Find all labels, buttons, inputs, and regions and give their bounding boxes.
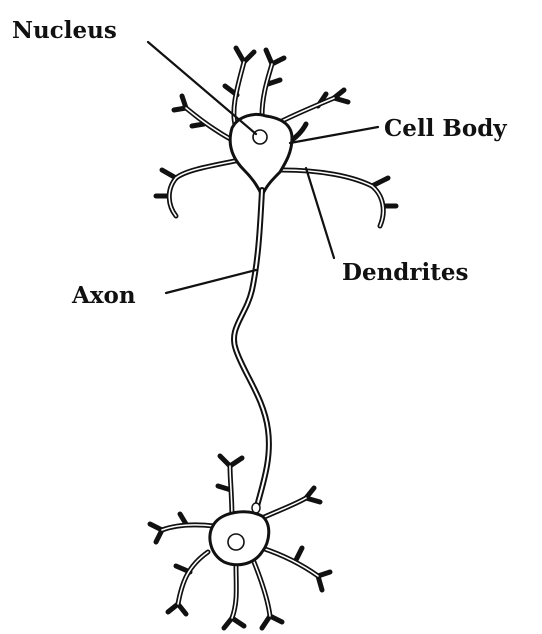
top-neuron (156, 48, 396, 226)
cell-body-label: Cell Body (384, 115, 507, 142)
axon-fiber (234, 190, 269, 513)
dendrites-label: Dendrites (342, 259, 468, 286)
top-cell-body (230, 115, 292, 197)
axon-label: Axon (71, 282, 136, 309)
axon-leader (166, 270, 256, 293)
bottom-nucleus (228, 534, 244, 550)
nucleus-label: Nucleus (12, 17, 117, 44)
dendrites-leader (306, 168, 334, 258)
bottom-neuron (150, 456, 330, 628)
